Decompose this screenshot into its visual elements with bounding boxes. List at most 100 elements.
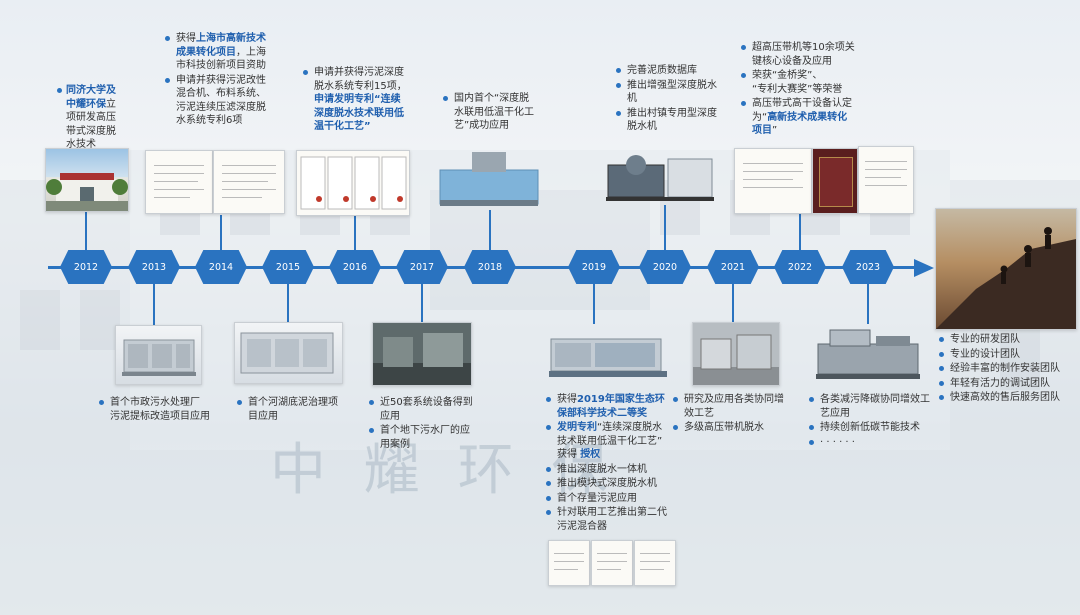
year-node-2013: 2013 <box>128 250 180 284</box>
certificate-image <box>634 540 676 586</box>
entry-text: 首个存量污泥应用 <box>557 492 637 504</box>
highlight-text: 保部科学技术二等奖 <box>557 407 647 419</box>
entry-text: 市科技创新项目资助 <box>176 60 266 71</box>
entry-text: 申请并获得污泥深度 <box>314 67 404 78</box>
entry-text: 立 <box>106 98 116 110</box>
entry-2017: 近50套系统设备得到应用 首个地下污水厂的应用案例 <box>368 396 488 452</box>
team-item: 专业的设计团队 <box>950 348 1020 360</box>
entry-2013: 首个市政污水处理厂污泥提标改造项目应用 <box>98 396 218 424</box>
entry-text: 完善泥质数据库 <box>627 65 697 76</box>
highlight-text: 温干化工艺” <box>314 121 371 132</box>
entry-text: 污泥提标改造项目应用 <box>110 410 210 422</box>
entry-text: 持续创新低碳节能技术 <box>820 422 920 433</box>
year-node-2021: 2021 <box>707 250 759 284</box>
company-watermark: 中 耀 环 保 <box>270 438 618 503</box>
entry-text: 目应用 <box>248 410 278 422</box>
year-node-2018: 2018 <box>464 250 516 284</box>
highlight-text: 成果转化项目 <box>176 46 236 58</box>
patent-certificates <box>296 150 410 216</box>
entry-2015: 首个河湖底泥治理项目应用 <box>236 396 346 424</box>
photo-2013-equipment <box>115 325 202 385</box>
photo-2018-drying-equipment <box>432 148 546 210</box>
year-node-2016: 2016 <box>329 250 381 284</box>
entry-2022: 超高压带机等10余项关键核心设备及应用 荣获“金桥奖”、“专利大赛奖”等荣誉 高… <box>740 41 870 139</box>
entry-text: 国内首个“深度脱 <box>454 93 530 104</box>
entry-text: 项研发高压 <box>66 112 116 123</box>
entry-text: 艺”成功应用 <box>454 120 510 131</box>
team-item: 经验丰富的制作安装团队 <box>950 363 1060 374</box>
photo-climbers-teamwork <box>935 208 1077 330</box>
connector-2018 <box>489 210 491 250</box>
year-node-2022: 2022 <box>774 250 826 284</box>
year-node-2023: 2023 <box>842 250 894 284</box>
certificate-image <box>548 540 590 586</box>
entry-text: 污泥连续压滤深度脱 <box>176 101 266 113</box>
entry-text: 高压带式高干设备认定 <box>752 98 852 109</box>
entry-text: 机 <box>627 93 637 104</box>
connector-2016 <box>354 215 356 250</box>
entry-text: 获得 <box>176 33 196 44</box>
highlight-text: 2019年国家生态环 <box>577 394 665 405</box>
certificate-image <box>145 150 213 214</box>
year-node-2017: 2017 <box>396 250 448 284</box>
highlight-text: 发明专利 <box>557 422 597 433</box>
certificate-image <box>734 148 812 214</box>
entry-text: 脱水机 <box>627 121 657 132</box>
year-node-2019: 2019 <box>568 250 620 284</box>
team-item: 快速高效的售后服务团队 <box>950 392 1060 403</box>
photo-2021-workshop <box>692 322 780 386</box>
connector-2017 <box>421 284 423 322</box>
entry-2023: 各类减污降碳协同增效工艺应用 持续创新低碳节能技术 · · · · · · <box>808 393 943 450</box>
entry-text: “专利大赛奖”等荣誉 <box>752 83 843 95</box>
entry-text: · · · · · · <box>820 436 855 448</box>
entry-text: 技术联用低温干化工艺” <box>557 435 663 447</box>
entry-text: 应用 <box>380 410 400 422</box>
year-node-2012: 2012 <box>60 250 112 284</box>
year-node-2020: 2020 <box>639 250 691 284</box>
entry-2020: 完善泥质数据库 推出增强型深度脱水机 推出村镇专用型深度脱水机 <box>615 64 725 135</box>
entry-text: 推出模块式深度脱水机 <box>557 478 657 489</box>
photo-2019-integrated-machine <box>545 323 675 385</box>
connector-2023 <box>867 284 869 324</box>
entry-text: 水联用低温干化工 <box>454 106 534 118</box>
year-node-2015: 2015 <box>262 250 314 284</box>
entry-text: 脱水系统专利15项， <box>314 80 407 92</box>
highlight-text: 上海市高新技术 <box>196 33 266 44</box>
entry-text: 水技术 <box>66 139 96 150</box>
connector-2015 <box>287 284 289 322</box>
entry-text: 用案例 <box>380 438 410 450</box>
entry-text: 多级高压带机脱水 <box>684 422 764 433</box>
entry-text: “连续深度脱水 <box>597 422 663 433</box>
entry-text: 带式深度脱 <box>66 125 116 137</box>
entry-text: 艺应用 <box>820 407 850 419</box>
entry-text: 近50套系统设备得到 <box>380 397 473 408</box>
connector-2022 <box>799 212 801 250</box>
connector-2012 <box>85 210 87 250</box>
connector-2014 <box>220 215 222 250</box>
entry-text: 推出增强型深度脱水 <box>627 79 717 91</box>
certificate-image <box>858 146 914 214</box>
entry-2012: 同济大学及 中耀环保立 项研发高压 带式深度脱 水技术 <box>56 84 128 153</box>
photo-2015-equipment <box>234 322 343 384</box>
connector-2020 <box>664 205 666 250</box>
team-list: 专业的研发团队 专业的设计团队 经验丰富的制作安装团队 年轻有活力的调试团队 快… <box>938 333 1078 406</box>
highlight-tongji: 同济大学及 <box>66 85 116 96</box>
photo-lab-building <box>45 148 129 212</box>
entry-text: 首个地下污水厂的应 <box>380 425 470 436</box>
highlight-text: 深度脱水技术联用低 <box>314 107 404 119</box>
entry-text: 为“ <box>752 111 768 123</box>
entry-text: 推出村镇专用型深度 <box>627 107 717 119</box>
highlight-text: 高新技术成果转化 <box>767 111 848 123</box>
entry-2021: 研究及应用各类协同增效工艺 多级高压带机脱水 <box>672 393 792 436</box>
highlight-text: 项目 <box>752 125 772 136</box>
connector-2013 <box>153 284 155 326</box>
entry-text: 荣获“金桥奖”、 <box>752 70 823 81</box>
entry-text: 研究及应用各类协同增 <box>684 394 784 405</box>
entry-text: 推出深度脱水一体机 <box>557 463 647 475</box>
entry-text: 获得 <box>557 449 581 460</box>
highlight-zhongyao: 中耀环保 <box>66 98 106 110</box>
entry-text: 超高压带机等10余项关 <box>752 42 855 53</box>
photo-2020-dewatering-machine <box>600 145 720 207</box>
entry-text: 针对联用工艺推出第二代 <box>557 507 667 518</box>
entry-text: 首个市政污水处理厂 <box>110 397 200 408</box>
